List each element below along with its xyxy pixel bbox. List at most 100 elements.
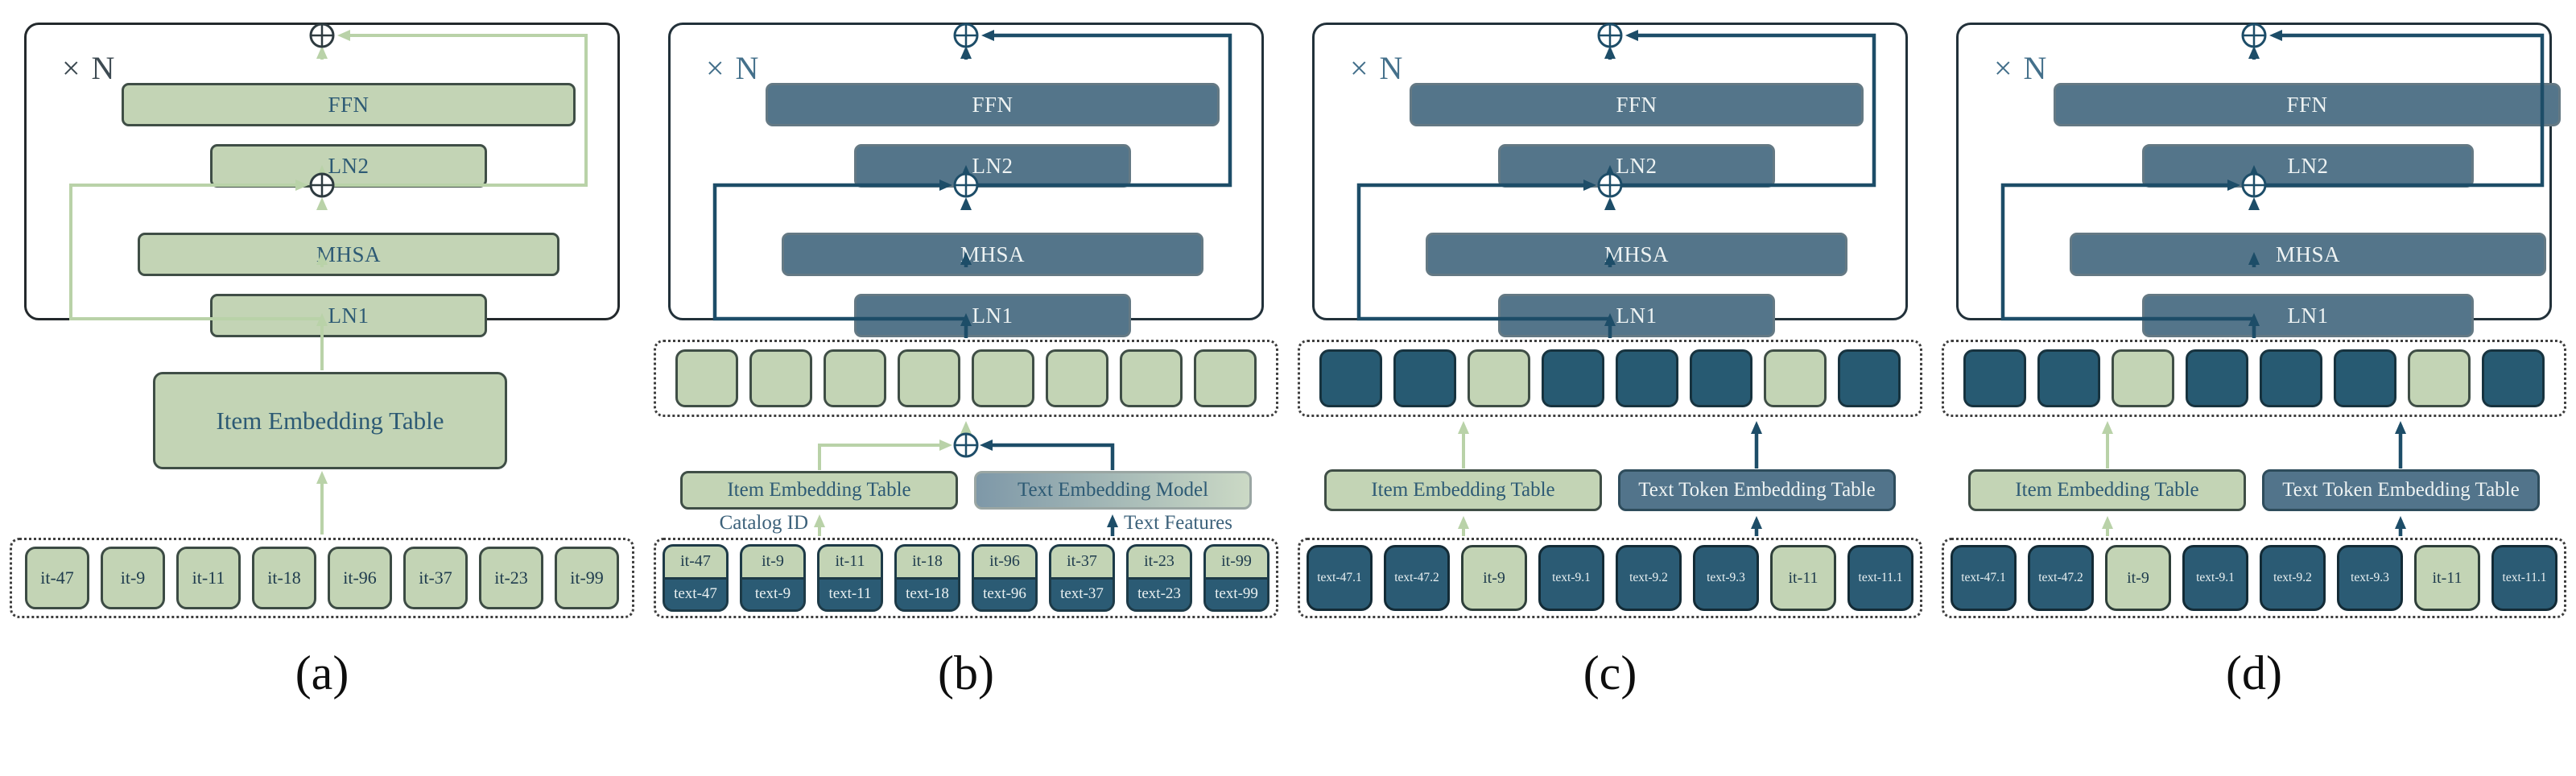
text-embedding-model: Text Embedding Model (974, 471, 1252, 510)
token-text-label: text-37 (1051, 579, 1113, 609)
transformer-block: × N FFN LN2 MHSA LN1 (1956, 23, 2561, 337)
embedding-square-text (1393, 349, 1456, 407)
mhsa-box: MHSA (1426, 233, 1847, 276)
mhsa-box: MHSA (138, 233, 559, 276)
embedding-square (1194, 349, 1257, 407)
text-token: text-9.2 (1616, 545, 1682, 611)
item-token: it-18 (252, 547, 316, 609)
embedding-square-text (2334, 349, 2396, 407)
embedding-row (1942, 340, 2566, 417)
token-text-label: text-23 (1129, 579, 1190, 609)
ln1-box: LN1 (1498, 294, 1775, 337)
embedding-square-text (2037, 349, 2100, 407)
ffn-box: FFN (766, 83, 1220, 126)
transformer-block: × N FFN LN2 MHSA LN1 (24, 23, 620, 337)
embedding-square-text (1542, 349, 1604, 407)
text-features-label: Text Features (1124, 512, 1233, 534)
item-embedding-table: Item Embedding Table (680, 471, 958, 510)
text-token-embedding-table: Text Token Embedding Table (2262, 469, 2540, 511)
item-table-to-add (818, 440, 952, 470)
embedding-square (898, 349, 960, 407)
item-text-token: it-18 text-18 (894, 544, 960, 612)
text-token: text-9.3 (1693, 545, 1759, 611)
token-text-label: text-11 (819, 579, 881, 609)
item-text-token: it-9 text-9 (740, 544, 806, 612)
text-token: text-47.1 (1951, 545, 2017, 611)
input-token-row: text-47.1 text-47.2 it-9 text-9.1 text-9… (1942, 538, 2566, 618)
embedding-square (1046, 349, 1108, 407)
embedding-square-text (2260, 349, 2322, 407)
item-token: it-9 (101, 547, 165, 609)
mhsa-box: MHSA (2070, 233, 2546, 276)
embedding-square-item (1468, 349, 1530, 407)
item-token: it-11 (1770, 545, 1836, 611)
add-op-merge (953, 432, 979, 458)
token-text-label: text-18 (897, 579, 958, 609)
repeat-label: × N (1350, 50, 1405, 86)
item-token: it-23 (479, 547, 543, 609)
token-text-label: text-9 (742, 579, 803, 609)
text-token: text-9.1 (1538, 545, 1604, 611)
embedding-square-text (1319, 349, 1382, 407)
token-item-label: it-47 (665, 547, 726, 580)
embedding-square-text (1690, 349, 1752, 407)
text-model-to-add (980, 440, 1115, 470)
input-token-row: text-47.1 text-47.2 it-9 text-9.1 text-9… (1298, 538, 1922, 618)
ffn-box: FFN (1410, 83, 1864, 126)
token-text-label: text-99 (1206, 579, 1267, 609)
item-token: it-11 (2414, 545, 2480, 611)
text-token: text-9.3 (2337, 545, 2403, 611)
item-token: it-9 (1461, 545, 1527, 611)
catalog-id-label: Catalog ID (719, 512, 808, 534)
ln1-box: LN1 (210, 294, 487, 337)
item-text-token: it-47 text-47 (663, 544, 729, 612)
item-token: it-47 (25, 547, 89, 609)
item-embedding-table: Item Embedding Table (153, 372, 507, 469)
embedding-square (749, 349, 812, 407)
item-embedding-table: Item Embedding Table (1968, 469, 2246, 511)
ln2-box: LN2 (854, 144, 1131, 188)
embedding-square-text (1616, 349, 1678, 407)
transformer-block: × N FFN LN2 MHSA LN1 (668, 23, 1264, 337)
embedding-square (824, 349, 886, 407)
repeat-label: × N (62, 50, 117, 86)
embedding-row (654, 340, 1278, 417)
embedding-square-item (2408, 349, 2471, 407)
token-item-label: it-11 (819, 547, 881, 580)
text-token: text-9.2 (2260, 545, 2326, 611)
item-text-token: it-99 text-99 (1203, 544, 1269, 612)
item-token: it-37 (403, 547, 468, 609)
repeat-label: × N (706, 50, 761, 86)
ln2-box: LN2 (2142, 144, 2474, 188)
ffn-box: FFN (2054, 83, 2561, 126)
input-token-row: it-47 it-9 it-11 it-18 it-96 it-37 it-23… (10, 538, 634, 618)
ffn-box: FFN (122, 83, 576, 126)
item-text-token: it-37 text-37 (1049, 544, 1115, 612)
text-token: text-47.2 (2028, 545, 2094, 611)
text-token: text-11.1 (2491, 545, 2557, 611)
ln2-box: LN2 (210, 144, 487, 188)
item-token: it-99 (555, 547, 619, 609)
ln1-box: LN1 (2142, 294, 2474, 337)
repeat-label: × N (1994, 50, 2049, 86)
item-token: it-9 (2105, 545, 2171, 611)
embedding-square (675, 349, 738, 407)
embedding-square-text (1838, 349, 1901, 407)
text-token: text-11.1 (1847, 545, 1913, 611)
item-token: it-96 (328, 547, 392, 609)
ln1-box: LN1 (854, 294, 1131, 337)
embedding-square-text (2482, 349, 2545, 407)
ln2-box: LN2 (1498, 144, 1775, 188)
input-token-row: it-47 text-47 it-9 text-9 it-11 text-11 … (654, 538, 1278, 618)
item-text-token: it-11 text-11 (817, 544, 883, 612)
text-token: text-9.1 (2182, 545, 2248, 611)
embedding-square-text (1963, 349, 2026, 407)
embedding-row (1298, 340, 1922, 417)
panel-b: × N FFN LN2 MHSA LN1 Item Embedding Tabl… (644, 0, 1288, 776)
token-item-label: it-9 (742, 547, 803, 580)
embedding-square (972, 349, 1034, 407)
panel-caption: (a) (295, 646, 349, 700)
item-text-token: it-96 text-96 (972, 544, 1038, 612)
item-text-token: it-23 text-23 (1126, 544, 1192, 612)
